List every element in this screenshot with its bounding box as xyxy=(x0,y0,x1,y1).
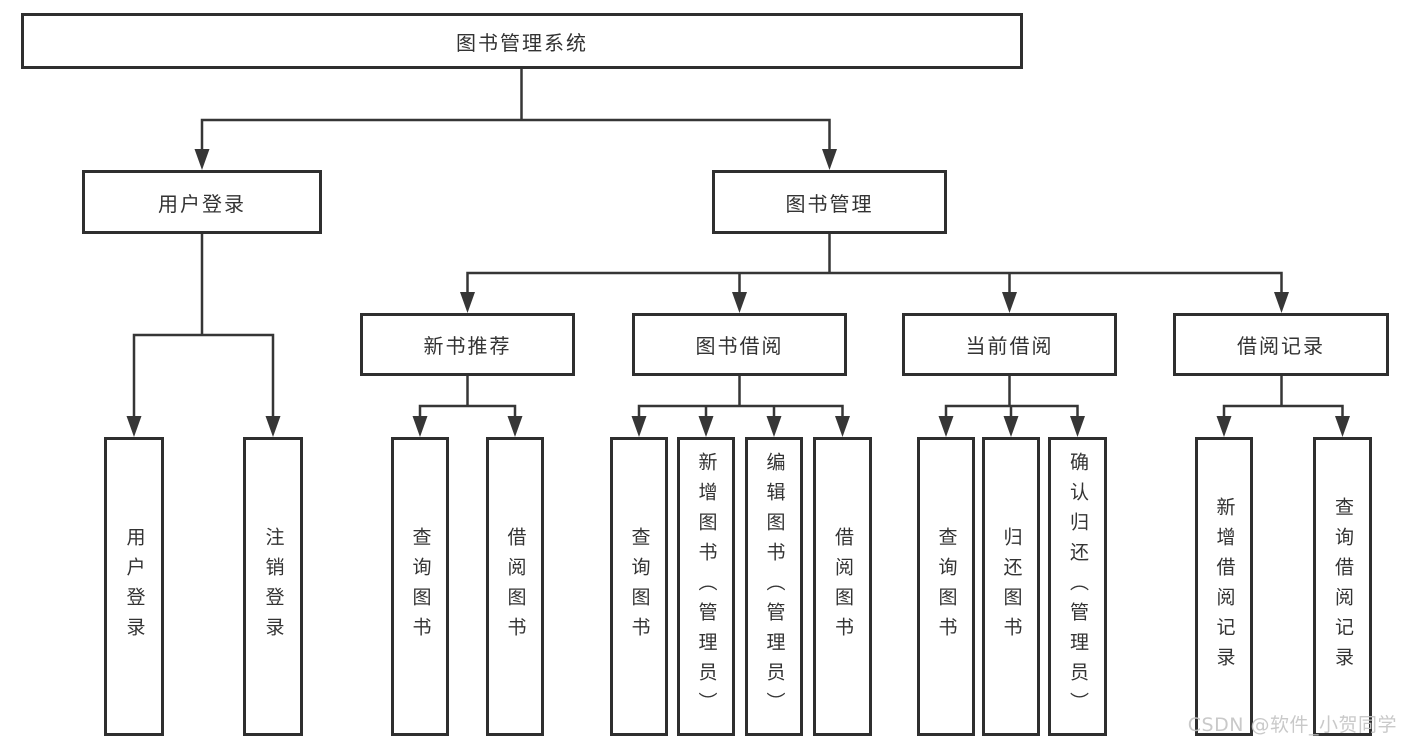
leaf-logout: 注销登录 xyxy=(243,437,303,736)
arrow-down-icon xyxy=(265,416,281,437)
node-book-management: 图书管理 xyxy=(712,170,947,234)
node-label: 新增图书（管理员） xyxy=(695,451,718,722)
node-label: 归还图书 xyxy=(1000,526,1023,647)
node-label: 查询借阅记录 xyxy=(1332,496,1354,677)
leaf-borrow-books-borrowing: 借阅图书 xyxy=(813,437,872,736)
arrow-down-icon xyxy=(698,416,714,437)
arrow-down-icon xyxy=(1274,292,1289,313)
leaf-query-borrow-record: 查询借阅记录 xyxy=(1313,437,1372,736)
arrow-down-icon xyxy=(766,416,782,437)
node-label: 用户登录 xyxy=(123,526,146,647)
node-label: 查询图书 xyxy=(628,526,651,647)
arrow-down-icon xyxy=(412,416,428,437)
arrow-down-icon xyxy=(1002,292,1017,313)
arrow-down-icon xyxy=(732,292,747,313)
node-book-borrowing: 图书借阅 xyxy=(632,313,847,376)
node-label: 查询图书 xyxy=(935,526,958,647)
arrow-down-icon xyxy=(460,292,475,313)
node-label: 图书借阅 xyxy=(695,334,784,358)
node-new-book-recommend: 新书推荐 xyxy=(360,313,575,376)
node-label: 确认归还（管理员） xyxy=(1067,451,1089,722)
leaf-query-books-borrowing: 查询图书 xyxy=(610,437,668,736)
node-label: 注销登录 xyxy=(262,526,285,647)
arrow-down-icon xyxy=(938,416,954,437)
leaf-query-books-recommend: 查询图书 xyxy=(391,437,449,736)
node-user-login-group: 用户登录 xyxy=(82,170,322,234)
node-label: 图书管理系统 xyxy=(456,30,588,55)
leaf-borrow-books-recommend: 借阅图书 xyxy=(486,437,544,736)
arrow-down-icon xyxy=(631,416,647,437)
node-label: 借阅图书 xyxy=(832,526,854,647)
leaf-add-book-admin: 新增图书（管理员） xyxy=(677,437,735,736)
arrow-down-icon xyxy=(835,416,850,437)
node-label: 借阅记录 xyxy=(1237,334,1325,358)
arrow-down-icon xyxy=(126,416,142,437)
csdn-watermark: CSDN @软件_小贺同学 xyxy=(1187,714,1397,736)
arrow-down-icon xyxy=(507,416,523,437)
node-label: 图书管理 xyxy=(785,191,874,216)
connector-lines xyxy=(132,67,1344,420)
leaf-confirm-return-admin: 确认归还（管理员） xyxy=(1048,437,1107,736)
arrow-down-icon xyxy=(1003,416,1019,437)
node-current-borrowing: 当前借阅 xyxy=(902,313,1117,376)
leaf-return-book: 归还图书 xyxy=(982,437,1040,736)
leaf-edit-book-admin: 编辑图书（管理员） xyxy=(745,437,803,736)
arrow-down-icon xyxy=(1335,416,1350,437)
node-label: 新书推荐 xyxy=(423,334,512,358)
arrow-down-icon xyxy=(822,149,837,170)
leaf-user-login: 用户登录 xyxy=(104,437,164,736)
node-label: 编辑图书（管理员） xyxy=(763,451,786,722)
node-label: 新增借阅记录 xyxy=(1213,496,1236,677)
arrow-down-icon xyxy=(194,149,210,170)
leaf-add-borrow-record: 新增借阅记录 xyxy=(1195,437,1253,736)
node-label: 用户登录 xyxy=(158,191,246,216)
node-label: 当前借阅 xyxy=(965,334,1054,358)
node-label: 查询图书 xyxy=(409,526,432,647)
arrowheads xyxy=(126,149,1350,437)
arrow-down-icon xyxy=(1216,416,1232,437)
leaf-query-books-current: 查询图书 xyxy=(917,437,975,736)
node-label: 借阅图书 xyxy=(504,526,527,647)
node-library-management-system: 图书管理系统 xyxy=(21,13,1023,69)
node-borrowing-records: 借阅记录 xyxy=(1173,313,1389,376)
arrow-down-icon xyxy=(1070,416,1085,437)
